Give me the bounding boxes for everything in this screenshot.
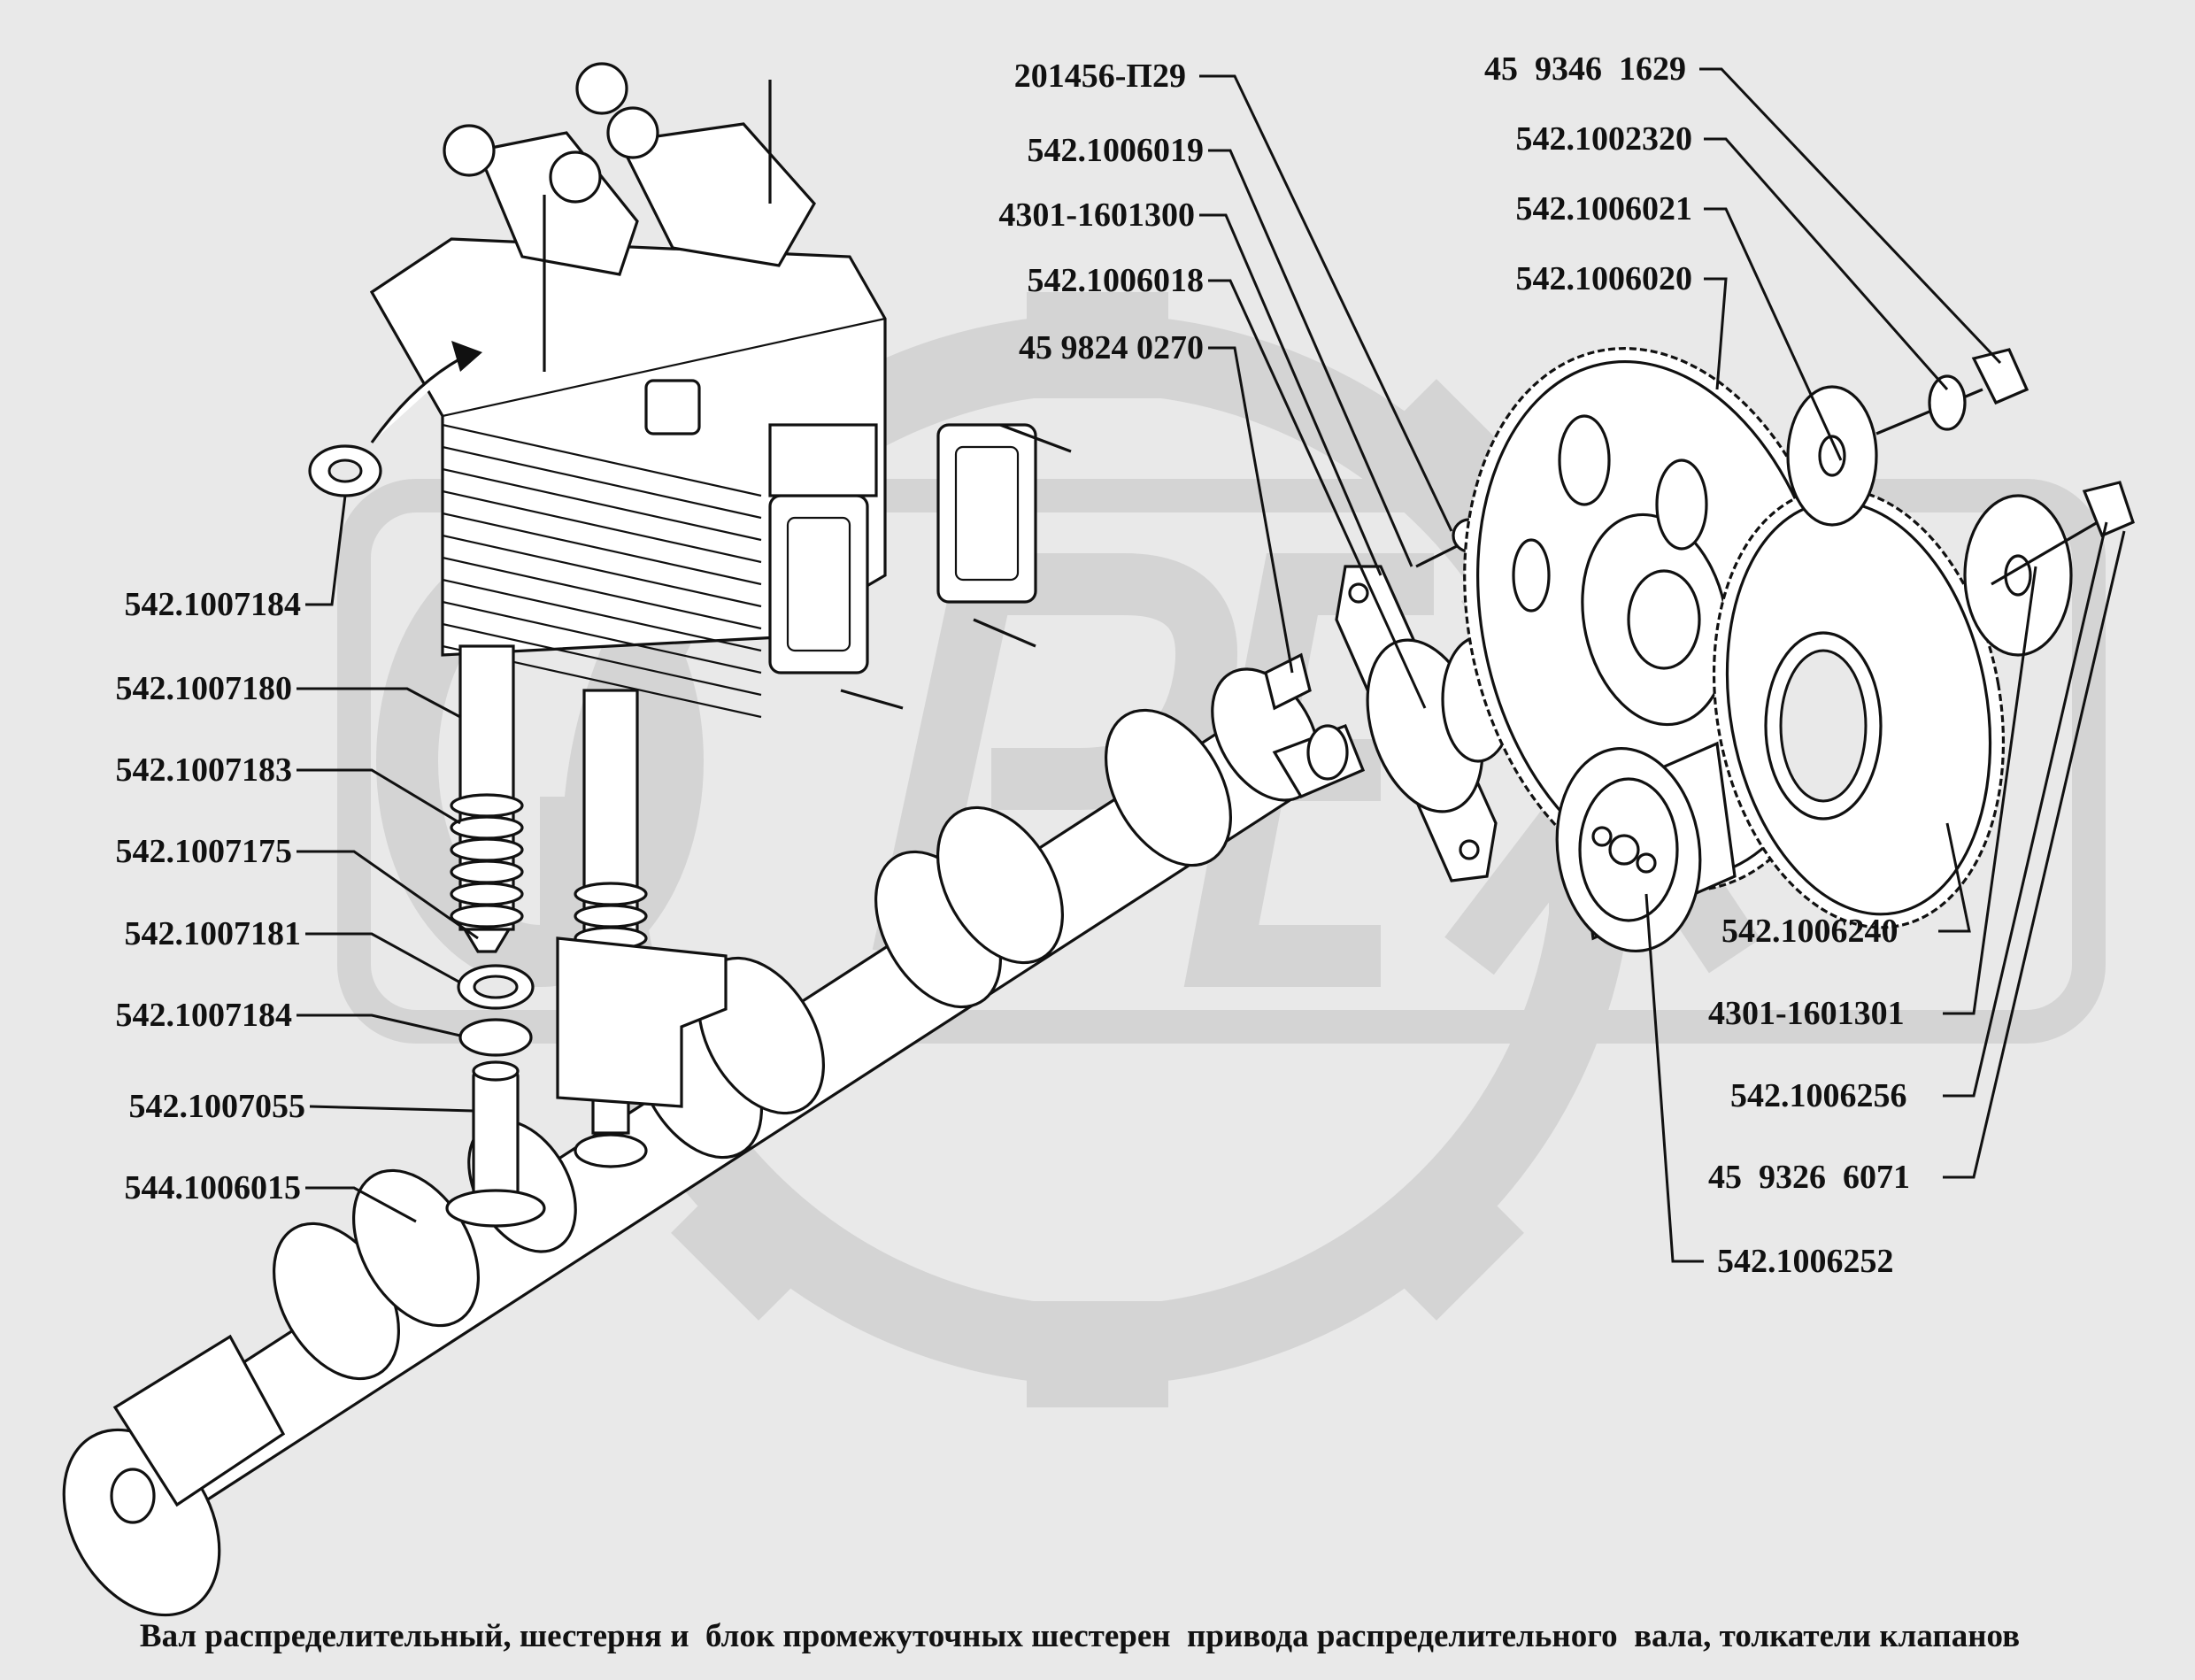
port-frame xyxy=(936,423,1037,604)
part-label: 45 9824 0270 xyxy=(1019,329,1204,366)
gear-washer-lower xyxy=(1963,494,2073,657)
adjusting-nut xyxy=(606,106,659,159)
intermediate-gear xyxy=(1712,487,2006,929)
seal-washer xyxy=(457,964,535,1010)
part-label: 542.1007180 xyxy=(116,670,293,707)
gear-bolt-lower xyxy=(1991,481,2135,586)
part-label: 542.1007175 xyxy=(116,833,293,870)
adjusting-nut xyxy=(443,124,496,177)
part-label: 542.1007181 xyxy=(125,915,302,952)
part-label: 45 9326 6071 xyxy=(1708,1159,1910,1196)
part-label: 542.1006252 xyxy=(1717,1243,1894,1280)
port-frame xyxy=(768,494,869,674)
part-label: 4301-1601300 xyxy=(998,197,1195,234)
bottom-right-labels: 542.1006240 4301-1601301 542.1006256 45 … xyxy=(1708,913,1910,1280)
watermark-frame xyxy=(337,479,2106,1044)
leader-lines xyxy=(297,67,2126,1263)
part-label: 542.1006240 xyxy=(1721,913,1898,950)
top-right-labels: 45 9346 1629 542.1002320 542.1006021 542… xyxy=(1484,50,1692,297)
rubber-ring xyxy=(458,1018,533,1057)
cam-lobe xyxy=(936,805,1065,965)
tappet-bracket xyxy=(556,936,728,1108)
tappet xyxy=(445,1060,546,1228)
cam-lobe xyxy=(1104,708,1233,867)
part-label: 4301-1601301 xyxy=(1708,995,1905,1032)
cooling-fins xyxy=(442,423,762,719)
part-label: 45 9346 1629 xyxy=(1484,50,1686,88)
part-label: 542.1006020 xyxy=(1516,260,1693,297)
sealing-spring xyxy=(450,793,524,929)
gear-washer-upper xyxy=(1786,385,1878,527)
intermediate-gear-hub xyxy=(1555,741,1737,953)
part-label: 201456-П29 xyxy=(1014,58,1186,95)
thrust-flange xyxy=(1335,565,1515,882)
adjusting-nut xyxy=(549,150,602,204)
rocker-assembly xyxy=(443,62,878,497)
part-label: 542.1007184 xyxy=(125,586,302,623)
top-middle-labels: 201456-П29 542.1006019 4301-1601300 542.… xyxy=(998,58,1204,366)
part-label: 542.1007183 xyxy=(116,751,293,789)
part-label: 544.1006015 xyxy=(125,1169,302,1206)
part-label: 542.1002320 xyxy=(1516,120,1693,158)
part-label: 542.1007184 xyxy=(116,997,293,1034)
diagram-caption: Вал распределительный, шестерня и блок п… xyxy=(140,1618,2020,1654)
pushrod-tube-left xyxy=(450,644,524,953)
adjusting-nut xyxy=(575,62,628,115)
part-label: 542.1007055 xyxy=(129,1088,306,1125)
left-labels: 542.1007184 542.1007180 542.1007183 542.… xyxy=(116,586,306,1206)
part-label: 542.1006021 xyxy=(1516,190,1693,227)
part-label: 542.1006018 xyxy=(1028,262,1205,299)
valve-seal-top xyxy=(308,444,382,497)
part-label: 542.1006256 xyxy=(1730,1077,1907,1114)
part-label: 542.1006019 xyxy=(1028,132,1205,169)
gear-bolt-upper xyxy=(1875,348,2029,435)
camshaft-center-hole xyxy=(110,1468,156,1524)
cylinder-head xyxy=(369,62,1072,719)
